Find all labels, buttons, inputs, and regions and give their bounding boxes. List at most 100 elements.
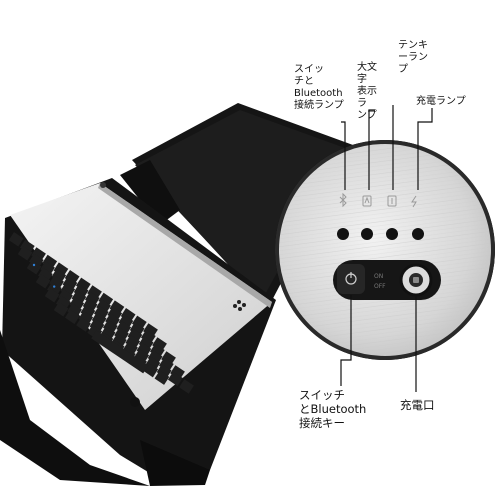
keyboard-key: [107, 306, 123, 322]
keyboard-key: [46, 281, 62, 297]
keyboard-key: [161, 351, 176, 366]
keyboard-key: [62, 276, 78, 291]
keyboard-key: [8, 232, 24, 247]
numlock-lamp: [386, 228, 398, 240]
case-back-cover: [120, 103, 353, 308]
switch-bluetooth-lamp: [337, 228, 349, 240]
keyboard-key: [152, 337, 167, 352]
charge-icon: [411, 195, 417, 208]
svg-text:OFF: OFF: [374, 283, 386, 290]
tray-indicator-holes: [233, 300, 246, 311]
keyboard-key: [114, 327, 129, 342]
keyboard-key: [143, 323, 158, 338]
keyboard-key: [49, 275, 64, 290]
keyboard-key: [60, 282, 76, 298]
keyboard-key: [154, 370, 170, 385]
keyboard-key: [31, 247, 46, 262]
label-charge-lamp: 充電ランプ: [416, 96, 466, 107]
switch-marking: ON: [374, 273, 383, 280]
label-numlock-lamp: テンキ ーラン プ: [398, 40, 428, 75]
keyboard-key: [167, 371, 183, 387]
callout-caps-lamp: [368, 109, 375, 190]
keyboard-key: [131, 315, 147, 331]
keyboard-key: [42, 254, 58, 270]
callout-charge-lamp: [417, 108, 433, 190]
keyboard-key: [158, 357, 174, 373]
keyboard-key: [26, 260, 42, 275]
keyboard-key: [116, 320, 132, 336]
keyboard-tray: [10, 182, 272, 410]
keyboard-key: [170, 365, 185, 380]
caps-lock-icon: [362, 195, 372, 207]
callout-switch-key: [340, 295, 352, 386]
callout-lines: [340, 105, 433, 392]
keyboard-key: [55, 295, 71, 311]
keyboard-key: [93, 305, 109, 321]
switch-key-block: ON OFF: [333, 260, 441, 300]
keyboard-key: [125, 334, 141, 350]
keyboard-key: [71, 290, 87, 305]
keyboard-key: [149, 343, 165, 359]
space-bar-key: [91, 330, 149, 374]
keyboard-key: [156, 364, 172, 379]
keyboard-key: [134, 348, 150, 364]
keyboard-key: [138, 336, 154, 351]
keyboard-key: [96, 299, 111, 314]
keyboard-key: [147, 350, 163, 365]
keyboard-key: [67, 303, 82, 318]
keyboard-key: [82, 298, 98, 313]
label-charge-port: 充電口: [400, 398, 435, 412]
keyboard-key: [17, 246, 33, 261]
keyboard-key: [100, 326, 116, 341]
keyboard-key: [78, 310, 94, 326]
keyboard-key: [111, 333, 127, 349]
keyboard-key: [109, 300, 125, 315]
keyboard-key: [69, 296, 85, 312]
power-switch-key: [337, 264, 365, 294]
callout-switch-lamp: [341, 121, 346, 190]
keyboard-key: [105, 313, 120, 328]
keyboard-key: [140, 329, 156, 345]
keyboard-key: [84, 291, 100, 307]
keyboard-key: [37, 267, 53, 283]
keyboard-key: [19, 239, 35, 255]
lamp-icons: [339, 192, 417, 208]
caps-lamp: [361, 228, 373, 240]
keyboard-key: [75, 277, 91, 293]
corner-dot: [130, 397, 140, 407]
keyboard-key: [118, 314, 134, 329]
keyboard-key: [76, 317, 91, 332]
num-lock-icon: [387, 195, 397, 207]
keyboard-key: [123, 341, 138, 356]
keyboard-key: [28, 253, 44, 269]
keyboard-key: [145, 356, 161, 371]
keyboard-key: [58, 289, 73, 304]
detail-zoom: ON OFF: [275, 105, 495, 392]
corner-dot: [100, 182, 106, 188]
key-legend-dot: [53, 285, 56, 288]
keyboard-key: [51, 268, 67, 284]
keyboard-key: [120, 308, 136, 323]
bluetooth-icon: [339, 192, 347, 208]
keyboard-key: [127, 328, 143, 343]
keyboard-key: [87, 285, 102, 300]
label-caps-lamp: 大文字 表示ラ ンプ: [357, 62, 377, 121]
keyboard-key: [91, 312, 107, 327]
indicator-lamps: [337, 228, 424, 240]
keyboard-key: [40, 261, 55, 276]
keyboard-key: [64, 309, 80, 325]
keyboard-key: [136, 342, 152, 357]
keyboard-key: [73, 284, 89, 299]
keyboard-key: [44, 288, 60, 303]
charge-lamp: [412, 228, 424, 240]
keyboard-key: [89, 318, 105, 333]
keyboard-key: [64, 270, 80, 285]
keyboard-key: [98, 292, 114, 308]
keyboard-key: [35, 274, 51, 289]
keyboard-key: [129, 322, 145, 337]
key-legend-dot: [32, 263, 36, 267]
keyboard-key: [80, 304, 96, 319]
label-switch-bluetooth-key: スイッチ とBluetooth 接続キー: [299, 388, 367, 430]
